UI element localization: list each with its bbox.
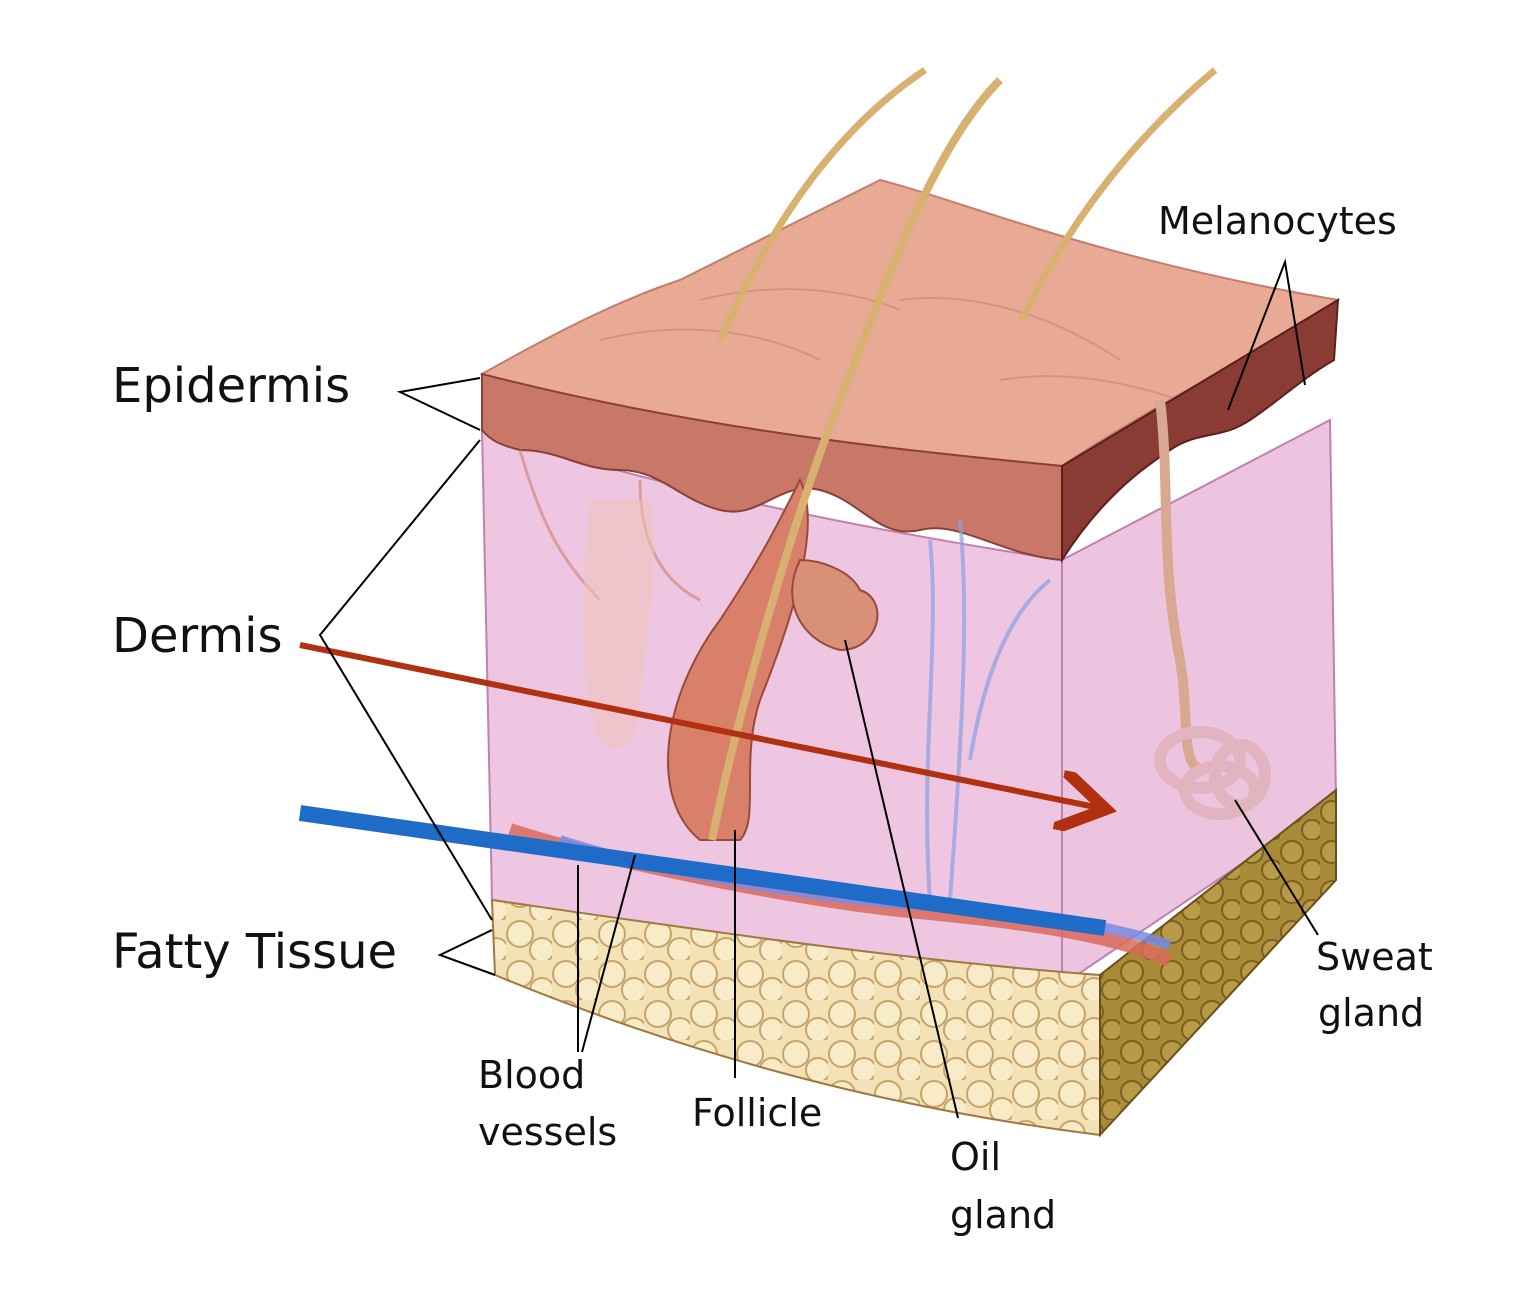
sweat-gland-coil: [1154, 726, 1271, 820]
blood-vessels-label-line-1: Blood: [478, 1053, 585, 1097]
hair: [716, 67, 927, 342]
fatty-tissue-side: [1099, 787, 1337, 1138]
sweat-duct: [1155, 399, 1203, 775]
melanocytes-label: Melanocytes: [1158, 199, 1397, 243]
epidermis-side: [1061, 298, 1340, 564]
dermis-label: Dermis: [112, 608, 282, 664]
blood-vessels-label-line-2: vessels: [478, 1110, 617, 1154]
fatty-tissue-label: Fatty Tissue: [112, 924, 397, 980]
oil-gland: [791, 558, 879, 652]
blue-line: [298, 805, 1107, 936]
dermis-arrow: [299, 642, 1100, 808]
hair: [708, 77, 1003, 841]
epidermis-label: Epidermis: [112, 358, 350, 414]
sweat-gland-label-line-1: Sweat: [1316, 935, 1433, 979]
epidermis-front: [481, 372, 1063, 562]
follicle-label: Follicle: [692, 1091, 822, 1135]
oil-gland-label-line-1: Oil: [950, 1135, 1001, 1179]
sweat-gland-label-line-2: gland: [1318, 991, 1424, 1035]
leader-lines: [318, 258, 1319, 1119]
oil-gland-label-line-2: gland: [950, 1193, 1056, 1237]
hair: [1018, 67, 1218, 322]
